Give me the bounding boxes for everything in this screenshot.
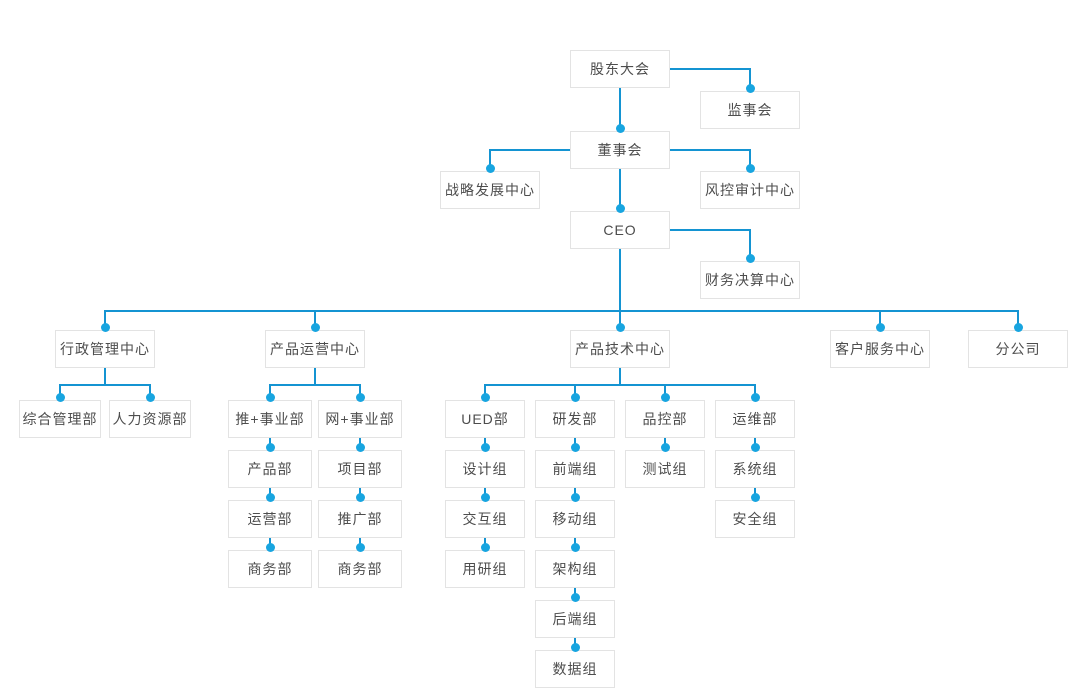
connector-line-v	[1017, 310, 1019, 330]
connector-line-v	[619, 310, 621, 330]
org-node-product-ops-center: 产品运营中心	[265, 323, 365, 368]
org-node-product-dept: 产品部	[228, 443, 312, 488]
org-node-operations-dept: 运营部	[228, 493, 312, 538]
connector-line-v	[749, 68, 751, 91]
org-node-risk-audit-center: 风控审计中心	[700, 164, 800, 209]
connector-line-v	[104, 368, 106, 385]
org-node-frontend-group: 前端组	[535, 443, 615, 488]
connector-line-v	[749, 149, 751, 171]
connector-line-h	[670, 149, 751, 151]
org-node-strategy-dev-center: 战略发展中心	[440, 164, 540, 209]
connector-line-v	[879, 310, 881, 330]
org-node-qc-dept: 品控部	[625, 393, 705, 438]
org-node-business-dept-tui: 商务部	[228, 543, 312, 588]
org-node-ued-dept: UED部	[445, 393, 525, 438]
org-node-wang-business-dept: 网+事业部	[318, 393, 402, 438]
org-node-security-group: 安全组	[715, 493, 795, 538]
org-node-project-dept: 项目部	[318, 443, 402, 488]
connector-line-v	[59, 384, 61, 400]
org-node-data-group: 数据组	[535, 643, 615, 688]
connector-line-h	[670, 229, 751, 231]
org-node-branch-company: 分公司	[968, 323, 1068, 368]
connector-line-h	[269, 384, 361, 386]
connector-line-v	[484, 384, 486, 400]
connector-line-v	[664, 384, 666, 400]
connector-line-v	[619, 169, 621, 211]
connector-line-h	[484, 384, 756, 386]
connector-line-v	[314, 310, 316, 330]
org-node-interaction-group: 交互组	[445, 493, 525, 538]
org-node-system-group: 系统组	[715, 443, 795, 488]
org-node-promotion-dept: 推广部	[318, 493, 402, 538]
connector-line-v	[619, 88, 621, 131]
org-node-ceo: CEO	[570, 204, 670, 249]
org-node-supervisory-board: 监事会	[700, 84, 800, 129]
org-node-general-mgmt-dept: 综合管理部	[19, 393, 101, 438]
connector-line-h	[489, 149, 570, 151]
org-node-product-tech-center: 产品技术中心	[570, 323, 670, 368]
org-node-business-dept-wang: 商务部	[318, 543, 402, 588]
connector-line-v	[359, 384, 361, 400]
org-node-user-research-group: 用研组	[445, 543, 525, 588]
org-node-finance-center: 财务决算中心	[700, 254, 800, 299]
org-node-design-group: 设计组	[445, 443, 525, 488]
connector-line-v	[574, 384, 576, 400]
org-node-tui-business-dept: 推+事业部	[228, 393, 312, 438]
org-node-test-group: 测试组	[625, 443, 705, 488]
org-node-board-of-directors: 董事会	[570, 124, 670, 169]
connector-line-v	[314, 368, 316, 385]
org-node-customer-service-center: 客户服务中心	[830, 323, 930, 368]
org-node-shareholders-meeting: 股东大会	[570, 50, 670, 88]
org-node-backend-group: 后端组	[535, 593, 615, 638]
org-node-hr-dept: 人力资源部	[109, 393, 191, 438]
org-node-mobile-group: 移动组	[535, 493, 615, 538]
connector-line-h	[670, 68, 751, 70]
connector-line-v	[749, 229, 751, 261]
org-node-admin-mgmt-center: 行政管理中心	[55, 323, 155, 368]
org-node-architecture-group: 架构组	[535, 543, 615, 588]
connector-line-v	[619, 248, 621, 311]
org-node-rd-dept: 研发部	[535, 393, 615, 438]
org-node-om-dept: 运维部	[715, 393, 795, 438]
connector-line-v	[104, 310, 106, 330]
connector-line-h	[59, 384, 151, 386]
connector-line-v	[489, 149, 491, 171]
connector-line-v	[754, 384, 756, 400]
connector-line-v	[619, 368, 621, 385]
connector-line-h	[104, 310, 1019, 312]
connector-line-v	[269, 384, 271, 400]
connector-line-v	[149, 384, 151, 400]
